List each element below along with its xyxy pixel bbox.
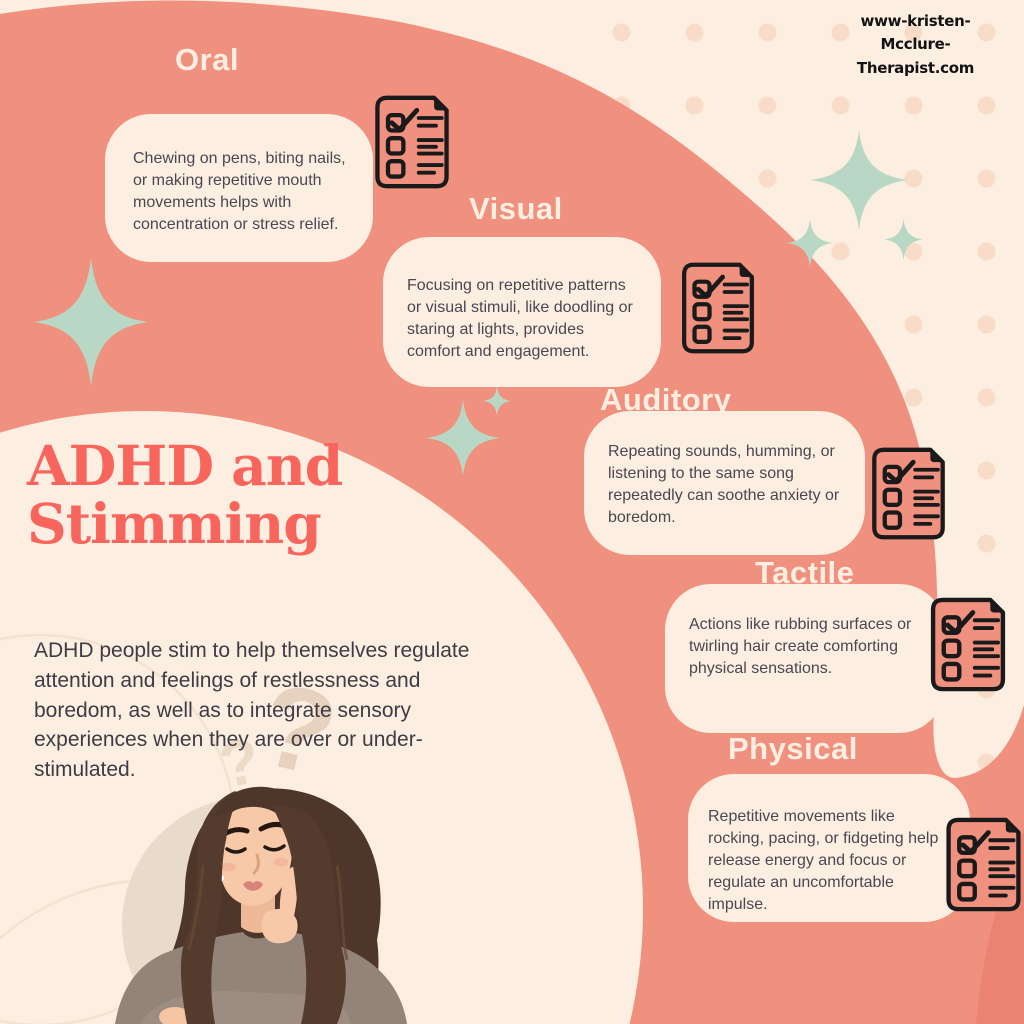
checklist-icon	[944, 816, 1023, 913]
hair-front-right	[265, 791, 346, 1024]
closed-eye-right	[263, 844, 286, 852]
checklist-icon	[929, 596, 1007, 693]
sparkle-icon	[884, 219, 923, 260]
lips	[243, 881, 263, 891]
card-auditory: Repeating sounds, humming, or listening …	[584, 411, 865, 555]
hand-resting	[159, 1007, 191, 1024]
sparkle-icon	[787, 219, 833, 267]
intro-paragraph: ADHD people stim to help themselves regu…	[34, 639, 470, 782]
hair-top	[215, 786, 303, 817]
card-visual: Focusing on repetitive patterns or visua…	[383, 237, 661, 387]
card-oral: Chewing on pens, biting nails, or making…	[105, 114, 373, 262]
card-auditory-text: Repeating sounds, humming, or listening …	[608, 443, 840, 527]
checklist-icon	[373, 94, 451, 190]
title-line2: Stimming	[27, 491, 322, 557]
website-line2: Therapist.com	[856, 58, 975, 77]
sparkle-icon	[34, 258, 148, 386]
section-header-oral: Oral	[175, 42, 240, 77]
hair-front-left	[180, 791, 241, 1024]
nose	[252, 853, 260, 875]
sparkle-icon	[810, 130, 908, 230]
checklist-icon	[680, 261, 756, 355]
card-visual-text: Focusing on repetitive patterns or visua…	[407, 277, 633, 361]
hair-highlight	[335, 864, 349, 961]
section-header-visual: Visual	[469, 191, 563, 226]
page-title: ADHD and Stimming	[27, 433, 387, 557]
card-tactile-text: Actions like rubbing surfaces or twirlin…	[689, 616, 912, 678]
hair-highlight	[187, 864, 205, 951]
card-physical-text: Repetitive movements like rocking, pacin…	[708, 808, 939, 914]
card-tactile: Actions like rubbing surfaces or twirlin…	[665, 584, 945, 733]
thinking-woman-illustration	[115, 786, 407, 1024]
website-line1: www-kristen-Mcclure-	[860, 12, 971, 54]
card-oral-text: Chewing on pens, biting nails, or making…	[133, 150, 346, 234]
blush-right	[274, 857, 288, 867]
checklist-icon	[870, 446, 947, 541]
pointing-finger	[279, 866, 299, 925]
website-url: www-kristen-Mcclure- Therapist.com	[838, 10, 993, 80]
blush-left	[222, 862, 236, 872]
section-header-physical: Physical	[728, 731, 858, 766]
sparkle-icon	[483, 386, 511, 416]
card-physical: Repetitive movements like rocking, pacin…	[688, 774, 970, 922]
closed-eye-left	[225, 847, 247, 854]
title-line1: ADHD and	[27, 433, 343, 498]
